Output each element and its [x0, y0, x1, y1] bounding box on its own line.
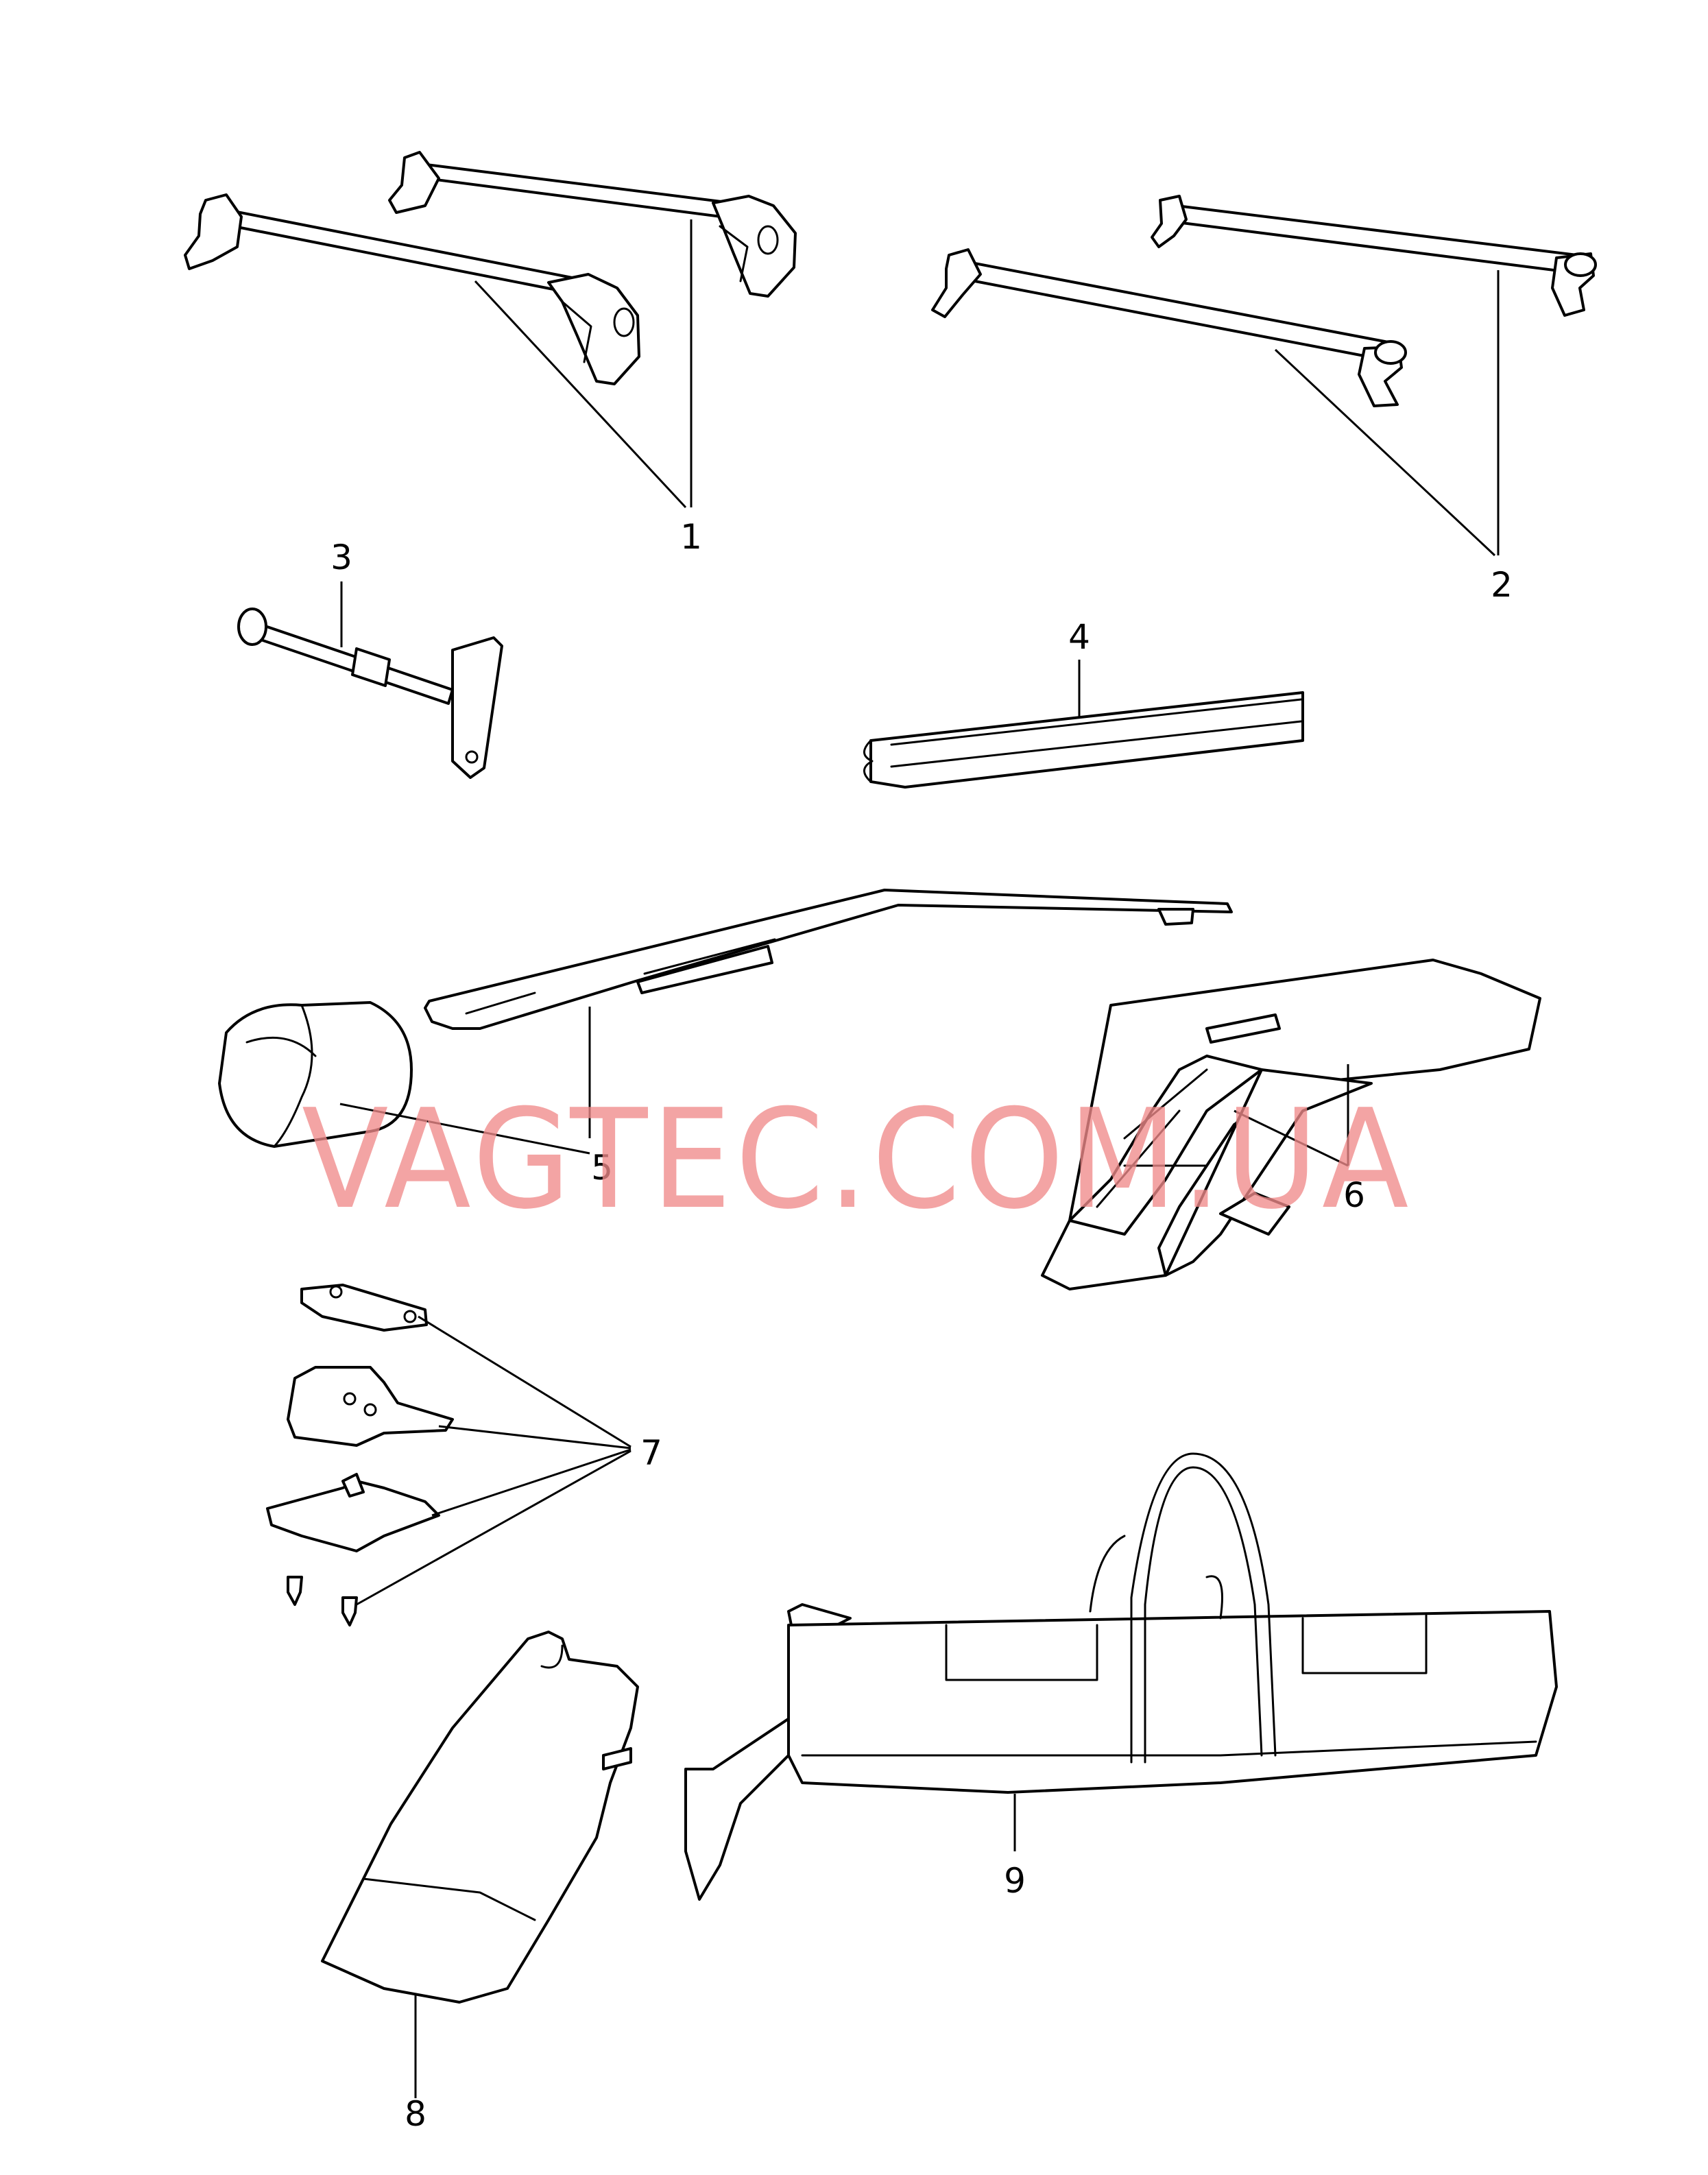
leader-1a [474, 280, 687, 509]
callout-2: 2 [1491, 565, 1513, 605]
leader-2a [1274, 348, 1496, 557]
part-9-carry-bag[interactable] [684, 1452, 1558, 1901]
leader-5b [339, 1103, 590, 1155]
part-8-bar-cover-sleeve[interactable] [321, 1631, 639, 2004]
part-1-roof-bars-clamp[interactable] [184, 151, 797, 385]
part-3-key[interactable] [237, 608, 503, 779]
callout-6: 6 [1343, 1175, 1365, 1215]
callout-9: 9 [1004, 1861, 1026, 1901]
part-2-roof-bars-rail[interactable] [931, 195, 1597, 407]
leader-7d [356, 1450, 632, 1606]
callout-5: 5 [591, 1148, 613, 1188]
callout-8: 8 [405, 2094, 426, 2134]
leader-7a [418, 1315, 632, 1448]
part-6-fairing-cover[interactable] [1041, 959, 1541, 1290]
callout-3: 3 [330, 538, 352, 577]
part-5-rail-and-cap[interactable] [218, 889, 1233, 1148]
part-7-mounting-kit[interactable] [266, 1284, 454, 1626]
callout-1: 1 [680, 517, 702, 557]
leader-7b [438, 1425, 632, 1450]
leader-7c [431, 1448, 632, 1517]
callout-7: 7 [640, 1433, 662, 1473]
part-4-seal-strip[interactable] [863, 691, 1304, 789]
watermark-text: VAGTEC.COM.UA [302, 1080, 1412, 1240]
leader-6b [1234, 1109, 1349, 1167]
callout-4: 4 [1068, 617, 1090, 657]
